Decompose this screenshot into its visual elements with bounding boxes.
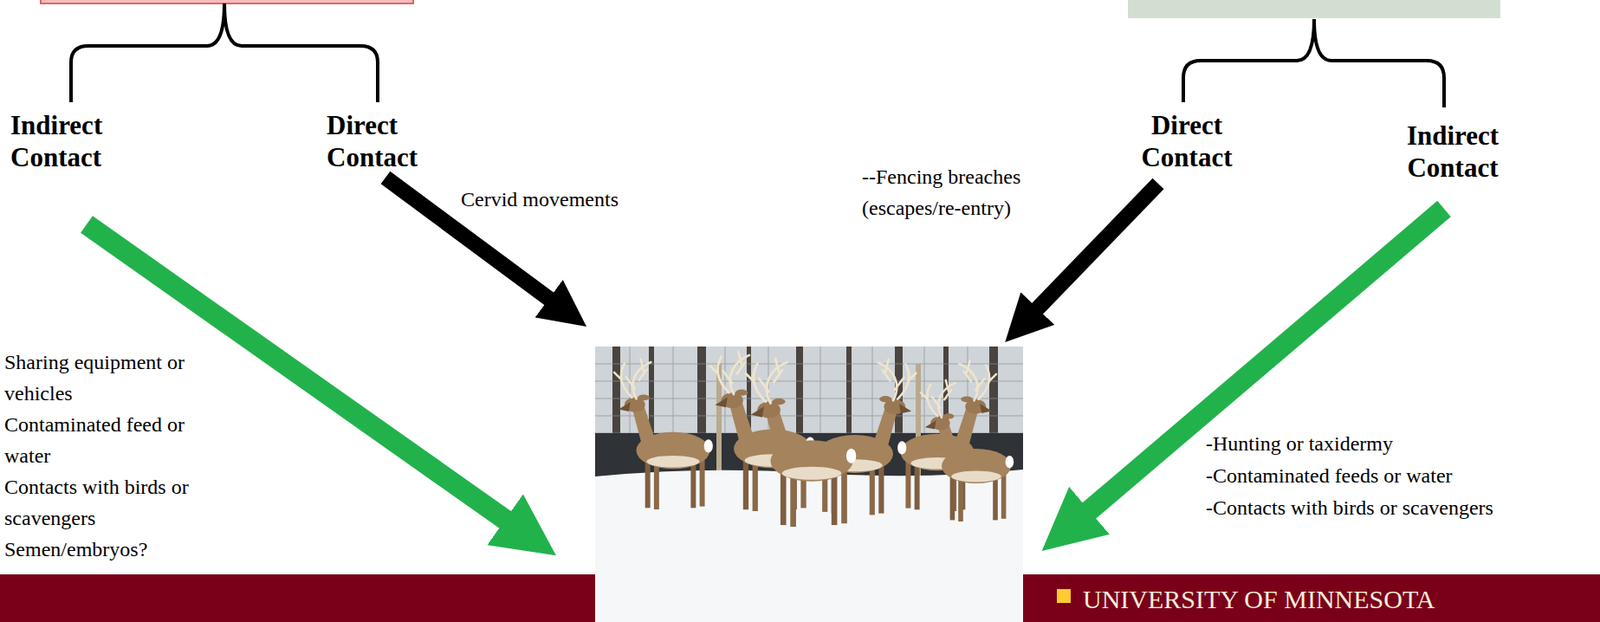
logo-mark bbox=[1056, 589, 1071, 603]
risk-item: -Contaminated feeds or water bbox=[1205, 463, 1453, 489]
risk-item: -Contacts with birds or scavengers bbox=[1205, 495, 1494, 521]
direct-arrow bbox=[1034, 183, 1159, 312]
curly-bracket bbox=[1183, 19, 1445, 108]
pathway-note: Cervid movements bbox=[460, 187, 619, 213]
deer-photo bbox=[595, 346, 1024, 622]
footer-wordmark: UNIVERSITY OF MINNESOTA bbox=[1082, 583, 1435, 616]
risk-item: -Hunting or taxidermy bbox=[1205, 431, 1393, 457]
risk-item: Contacts with birds or scavengers bbox=[4, 471, 234, 534]
risk-item: Semen/embryos? bbox=[4, 533, 234, 565]
risk-item: Sharing equipment or vehicles bbox=[4, 346, 234, 409]
category-box bbox=[1127, 0, 1501, 19]
category-heading: Indirect Contact bbox=[1387, 119, 1518, 184]
category-box bbox=[40, 0, 414, 4]
pathway-note: --Fencing breaches (escapes/re-entry) bbox=[861, 161, 1062, 224]
curly-bracket bbox=[71, 3, 378, 103]
category-heading: Indirect Contact bbox=[10, 109, 141, 174]
risk-item: Contaminated feed or water bbox=[4, 408, 234, 472]
category-heading: Direct Contact bbox=[1126, 109, 1248, 174]
category-heading: Direct Contact bbox=[326, 109, 457, 174]
